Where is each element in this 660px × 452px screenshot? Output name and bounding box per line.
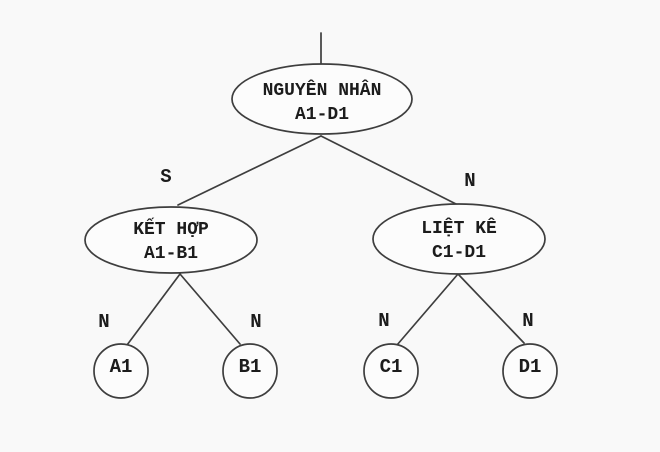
node-d1-circle bbox=[502, 343, 558, 399]
edge-label-root-right: N bbox=[464, 170, 475, 192]
node-root-title: NGUYÊN NHÂN bbox=[263, 79, 382, 101]
node-right-ellipse bbox=[372, 203, 546, 275]
edge-right-to-d1 bbox=[457, 273, 525, 344]
edge-left-to-a1 bbox=[126, 273, 181, 346]
edge-root-to-right bbox=[320, 135, 457, 205]
node-root-ellipse bbox=[231, 63, 413, 135]
edge-root-to-left bbox=[177, 135, 322, 206]
node-left-ellipse bbox=[84, 206, 258, 274]
node-c1-circle bbox=[363, 343, 419, 399]
node-left-title: KẾT HỢP bbox=[133, 217, 209, 240]
node-a1-circle bbox=[93, 343, 149, 399]
edge-label-left-b1: N bbox=[250, 311, 261, 333]
node-left-subtitle: A1-B1 bbox=[144, 244, 198, 264]
node-b1-circle bbox=[222, 343, 278, 399]
node-root-subtitle: A1-D1 bbox=[295, 105, 349, 125]
edge-label-left-a1: N bbox=[98, 311, 109, 333]
node-a1-label: A1 bbox=[110, 356, 133, 378]
edge-label-right-c1: N bbox=[378, 310, 389, 332]
edge-left-to-b1 bbox=[179, 273, 241, 345]
node-right-subtitle: C1-D1 bbox=[432, 243, 486, 263]
edge-right-to-c1 bbox=[396, 273, 459, 346]
node-c1-label: C1 bbox=[380, 356, 403, 378]
edge-label-right-d1: N bbox=[522, 310, 533, 332]
node-right-title: LIỆT KÊ bbox=[421, 217, 497, 239]
node-d1-label: D1 bbox=[519, 356, 542, 378]
node-b1-label: B1 bbox=[239, 356, 262, 378]
edge-label-root-left: S bbox=[160, 166, 171, 188]
